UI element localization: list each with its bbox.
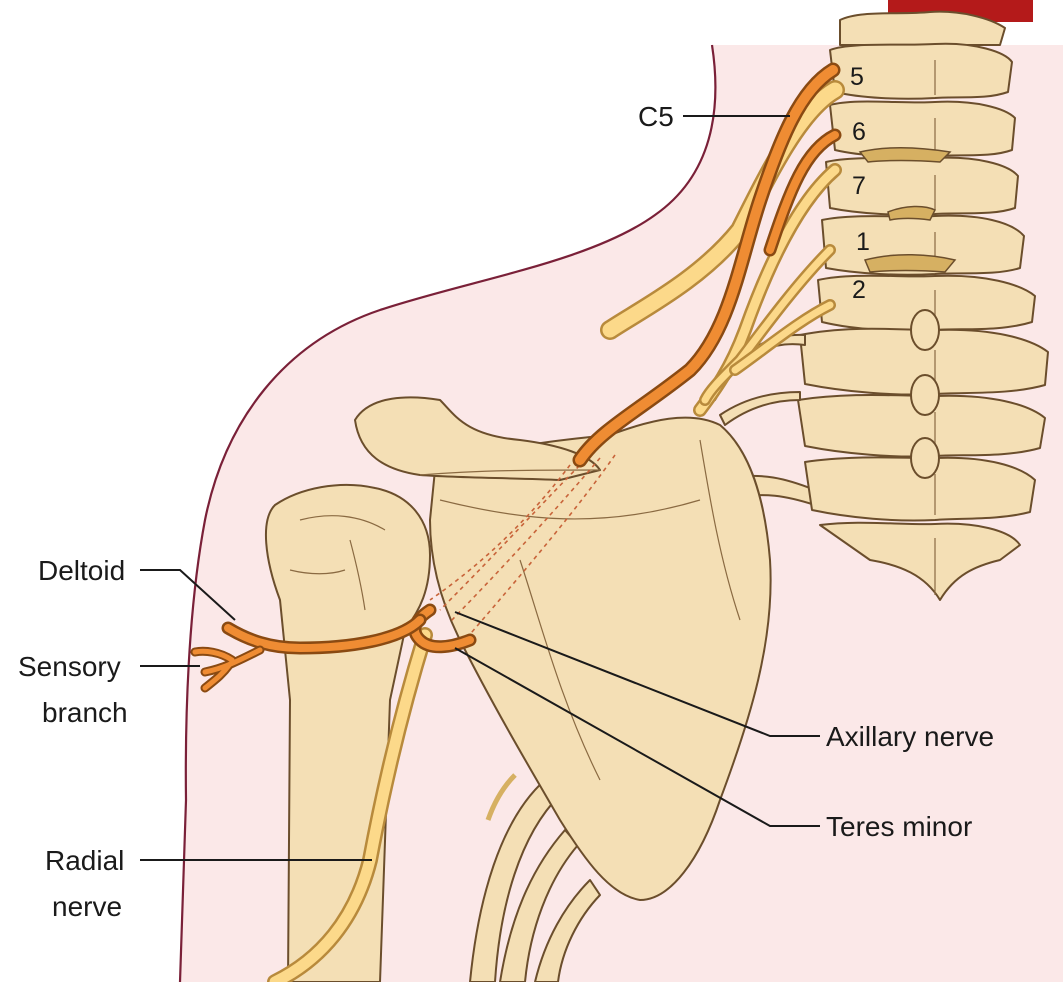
vertebra-number-c7: 7	[852, 172, 866, 200]
vertebra-number-t1: 1	[856, 228, 870, 256]
label-teres-minor: Teres minor	[826, 811, 972, 842]
label-radial-nerve-line2: nerve	[52, 891, 122, 922]
label-axillary-nerve: Axillary nerve	[826, 721, 994, 752]
label-radial-nerve-line1: Radial	[45, 845, 124, 876]
label-deltoid: Deltoid	[38, 555, 125, 586]
label-c5: C5	[638, 101, 674, 132]
label-sensory-branch-line1: Sensory	[18, 651, 121, 682]
label-sensory-branch-line2: branch	[42, 697, 128, 728]
vertebra-number-c5: 5	[850, 63, 864, 91]
vertebra-number-c6: 6	[852, 118, 866, 146]
vertebra-number-t2: 2	[852, 276, 866, 304]
